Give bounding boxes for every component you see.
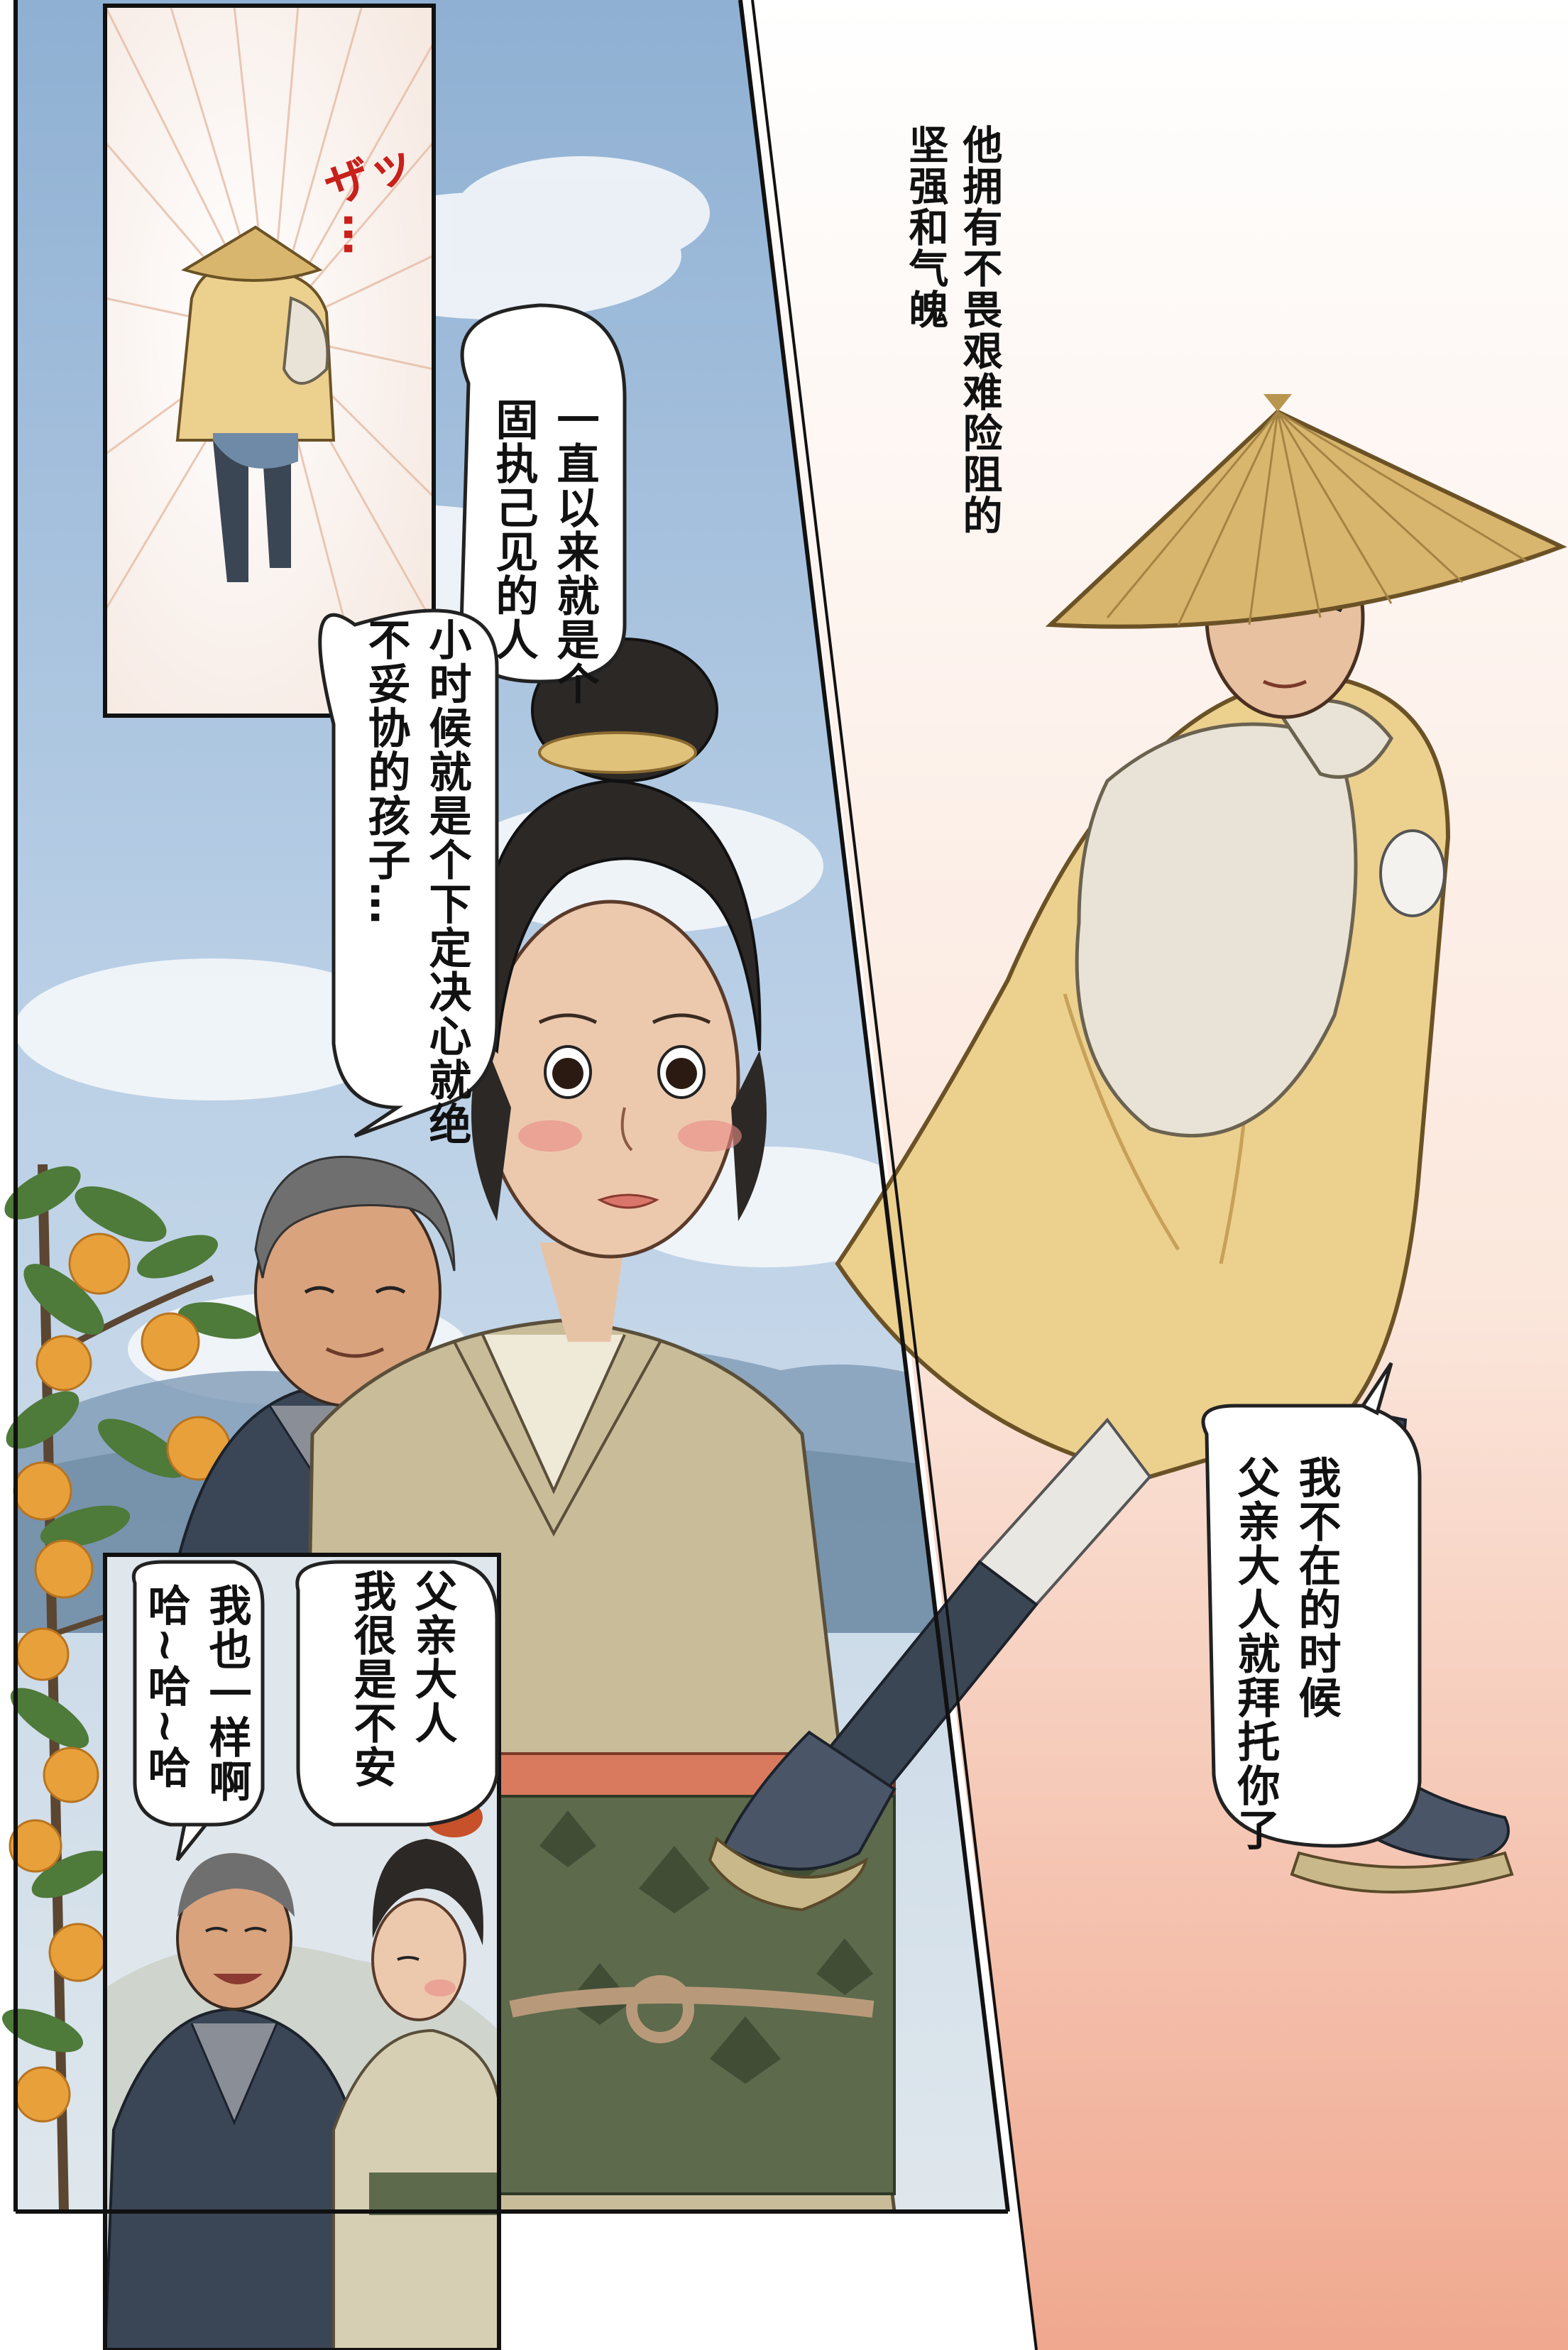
speech-bubble-shapes: [132, 303, 1422, 1862]
footstep-sfx-dots: …: [334, 213, 383, 256]
narration-caption: 他拥有不畏艰难险阻的 坚强和气魄: [902, 124, 1002, 536]
bubble-away-text: 我不在的时候 父亲大人就拜托你了: [1230, 1455, 1341, 1852]
bubble-worried-text: 父亲大人 我很是不安: [346, 1569, 457, 1789]
walking-away-inset-panel: [103, 4, 436, 718]
bubble-child-text: 小时候就是个下定决心就绝 不妥协的孩子…: [361, 618, 471, 1146]
bubble-stubborn-text: 一直以来就是个 固执己见的人: [488, 398, 599, 706]
panel-borders: [13, 0, 1038, 2350]
bubble-laugh-text: 我也一样啊 哈~哈~哈: [141, 1583, 251, 1803]
